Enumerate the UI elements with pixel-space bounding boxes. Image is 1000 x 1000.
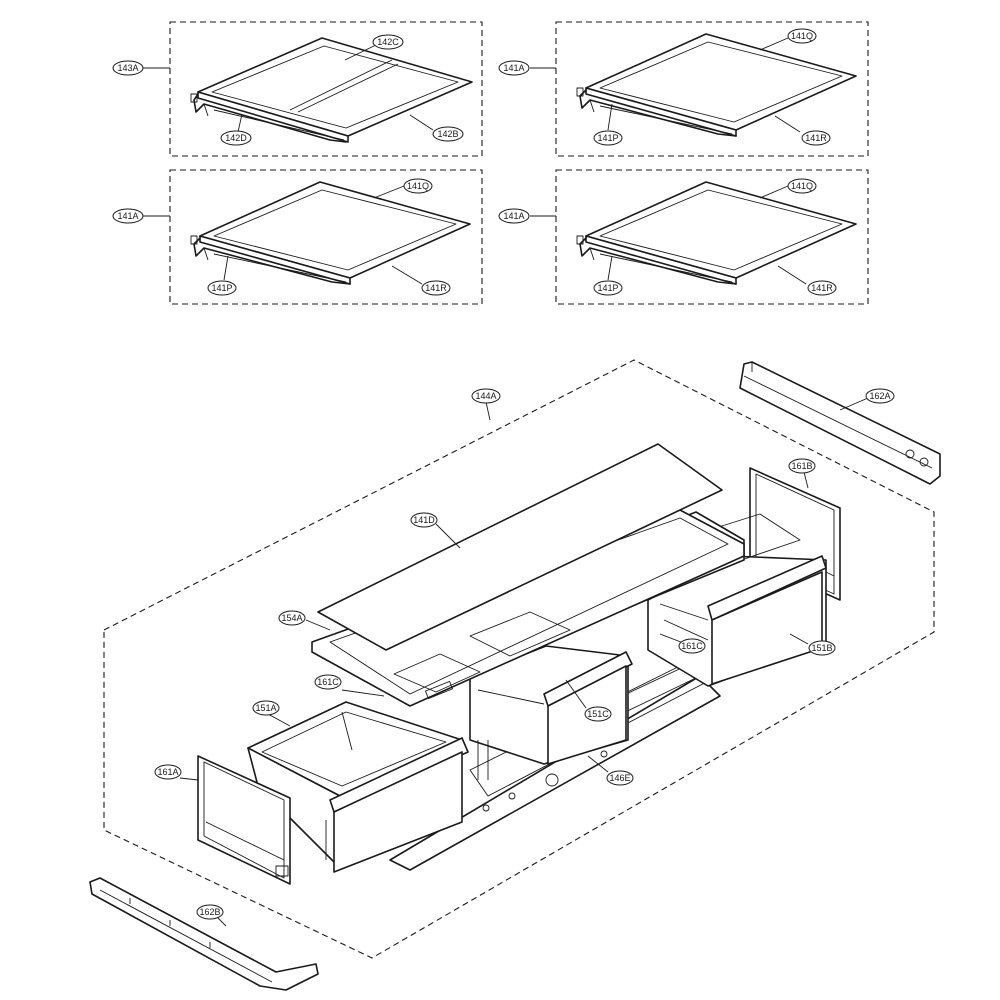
crisper-assembly-144a: 144A 162A 161B 141D 154A 161C 161C 151B … [89,359,941,991]
callout-161c: 161C [678,638,706,654]
callout-141q: 141Q [787,28,817,44]
callout-141r: 141R [807,280,837,296]
callout-142c: 142C [372,34,404,50]
callout-154a: 154A [278,610,306,626]
svg-text:141P: 141P [211,283,232,293]
callout-146e: 146E [606,770,634,786]
callout-144a: 144A [471,388,501,404]
svg-text:151A: 151A [255,703,276,713]
svg-text:141P: 141P [597,133,618,143]
svg-text:141P: 141P [597,283,618,293]
svg-text:141A: 141A [117,211,138,221]
callout-141d: 141D [410,512,438,528]
svg-text:161B: 161B [791,461,812,471]
svg-text:141R: 141R [425,283,447,293]
callout-141p: 141P [207,280,237,296]
callout-141q: 141Q [403,178,433,194]
part-161a-panel [197,755,291,885]
callout-141p: 141P [593,280,623,296]
svg-text:142C: 142C [377,37,399,47]
svg-text:141A: 141A [503,211,524,221]
svg-text:141R: 141R [811,283,833,293]
shelf-group-143a: 143A 142C 142D 142B [112,21,483,157]
svg-text:141Q: 141Q [407,181,429,191]
shelf-group-141a-mid-left: 141A 141Q 141P 141R [112,169,483,305]
svg-text:151C: 151C [587,709,609,719]
svg-text:142D: 142D [225,133,247,143]
svg-text:162B: 162B [199,907,220,917]
svg-text:162A: 162A [869,391,890,401]
part-151a-drawer [247,701,469,873]
callout-162b: 162B [196,904,224,920]
part-141d-glass [317,443,723,651]
callout-141a: 141A [498,208,530,224]
svg-text:146E: 146E [609,773,630,783]
shelf-split-glass [190,37,473,143]
callout-141p: 141P [593,130,623,146]
callout-161c: 161C [314,674,342,690]
callout-162a: 162A [865,388,895,404]
callout-141a: 141A [112,208,144,224]
callout-143a: 143A [112,60,144,76]
svg-text:141D: 141D [413,515,435,525]
callout-151b: 151B [808,640,836,656]
part-151b-drawer [647,513,827,687]
callout-141r: 141R [801,130,831,146]
svg-text:141Q: 141Q [791,181,813,191]
part-162a-rail [739,361,941,485]
svg-text:154A: 154A [281,613,302,623]
callout-141q: 141Q [787,178,817,194]
callout-141a: 141A [498,60,530,76]
svg-text:141R: 141R [805,133,827,143]
svg-text:161A: 161A [157,767,178,777]
shelf-glass [190,181,471,285]
svg-text:151B: 151B [811,643,832,653]
shelf-group-141a-top-right: 141A 141Q 141P 141R [498,21,869,157]
shelf-glass [576,33,857,137]
callout-161a: 161A [154,764,182,780]
callout-161b: 161B [788,458,816,474]
svg-text:142B: 142B [437,129,458,139]
callout-141r: 141R [421,280,451,296]
svg-text:143A: 143A [117,63,138,73]
svg-text:161C: 161C [681,641,703,651]
part-162b-rail [89,877,319,991]
svg-text:144A: 144A [475,391,496,401]
callout-142d: 142D [220,130,252,146]
shelf-glass [576,181,857,285]
callout-142b: 142B [432,126,464,142]
shelf-group-141a-mid-right: 141A 141Q 141P 141R [498,169,869,305]
callout-151c: 151C [584,706,612,722]
svg-text:141Q: 141Q [791,31,813,41]
callout-151a: 151A [252,700,280,716]
svg-text:141A: 141A [503,63,524,73]
svg-text:161C: 161C [317,677,339,687]
